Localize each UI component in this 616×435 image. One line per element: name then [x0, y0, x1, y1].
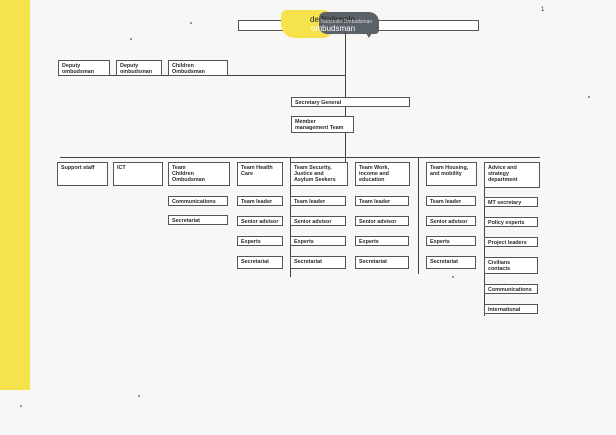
housing-team-leader-box: Team leader: [426, 196, 476, 206]
deputy-ombudsman-box: Deputy ombudsman: [116, 60, 162, 76]
health-senior-advisor-box: Senior advisor: [237, 216, 283, 226]
team-security-box: Team Security, Justice and Asylum Seeker…: [290, 162, 348, 186]
logo-bubble-tail: [363, 28, 375, 38]
yellow-margin-stripe: [0, 0, 30, 390]
ict-box: ICT: [113, 162, 163, 186]
logo-text-line1: de Nationale: [310, 15, 355, 24]
connector-line: [484, 187, 485, 316]
advice-strategy-box: Advice and strategy department: [484, 162, 540, 188]
mt-secretary-box: MT secretary: [484, 197, 538, 207]
health-team-leader-box: Team leader: [237, 196, 283, 206]
work-secretariat-box: Secretariat: [355, 256, 409, 269]
deputy-ombudsman-box: Deputy ombudsman: [58, 60, 110, 76]
project-leaders-box: Project leaders: [484, 237, 538, 247]
scan-speck: [588, 96, 590, 98]
health-secretariat-box: Secretariat: [237, 256, 283, 269]
children-ombudsman-box: Children Ombudsman: [168, 60, 228, 76]
policy-experts-box: Policy experts: [484, 217, 538, 227]
logo-text-overprint: Nationale Ombudsman: [321, 19, 373, 25]
security-team-leader-box: Team leader: [290, 196, 346, 206]
team-health-care-box: Team Health Care: [237, 162, 283, 186]
children-secretariat-box: Secretariat: [168, 215, 228, 225]
health-experts-box: Experts: [237, 236, 283, 246]
security-experts-box: Experts: [290, 236, 346, 246]
work-senior-advisor-box: Senior advisor: [355, 216, 409, 226]
member-management-team-box: Member management Team: [291, 116, 354, 133]
ombudsman-logo: de Nationale Nationale Ombudsman ombudsm…: [281, 10, 386, 38]
children-communications-box: Communications: [168, 196, 228, 206]
scan-speck: [130, 38, 132, 40]
scan-speck: [20, 405, 22, 407]
security-senior-advisor-box: Senior advisor: [290, 216, 346, 226]
secretary-general-box: Secretary General: [291, 97, 410, 107]
work-team-leader-box: Team leader: [355, 196, 409, 206]
team-housing-box: Team Housing, and mobility: [426, 162, 477, 186]
housing-senior-advisor-box: Senior advisor: [426, 216, 476, 226]
civilians-contacts-box: Civilians contacts: [484, 257, 538, 274]
housing-secretariat-box: Secretariat: [426, 256, 476, 269]
work-experts-box: Experts: [355, 236, 409, 246]
team-children-ombudsman-box: Team Children Ombudsman: [168, 162, 230, 186]
advice-communications-box: Communications: [484, 284, 538, 294]
scan-speck: [190, 22, 192, 24]
security-secretariat-box: Secretariat: [290, 256, 346, 269]
support-staff-box: Support staff: [57, 162, 108, 186]
housing-experts-box: Experts: [426, 236, 476, 246]
connector-line: [60, 157, 540, 158]
scan-speck: [138, 395, 140, 397]
logo-text-line2: ombudsman: [311, 24, 356, 33]
connector-line: [418, 157, 419, 274]
page-number: 1: [541, 7, 545, 13]
scan-speck: [452, 276, 454, 278]
international-box: International: [484, 304, 538, 314]
team-work-box: Team Work, income and education: [355, 162, 410, 186]
